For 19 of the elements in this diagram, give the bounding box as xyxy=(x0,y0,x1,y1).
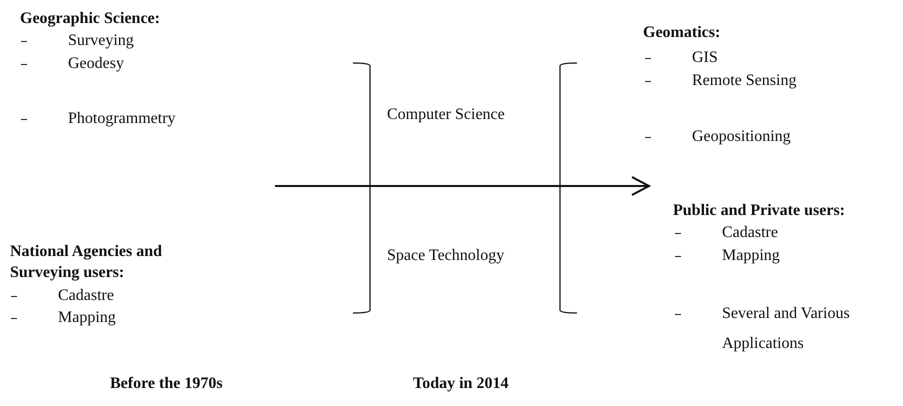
list-item: Photogrammetry xyxy=(68,109,176,129)
field-label: Computer Science xyxy=(387,105,505,125)
category-heading: Public and Private users: xyxy=(673,201,845,221)
category-heading: Geomatics: xyxy=(643,23,720,43)
list-item: Cadastre xyxy=(722,223,778,243)
category-heading: Geographic Science: xyxy=(20,9,160,29)
list-item: GIS xyxy=(692,48,718,68)
period-label: Today in 2014 xyxy=(413,374,508,394)
field-label: Space Technology xyxy=(387,246,504,266)
list-item: Remote Sensing xyxy=(692,71,796,91)
list-item: Geodesy xyxy=(68,54,124,74)
list-item: Geopositioning xyxy=(692,127,791,147)
list-item: Mapping xyxy=(722,246,780,266)
category-heading: National Agencies and Surveying users: xyxy=(10,242,164,283)
list-item: Several and Various Applications xyxy=(722,304,851,354)
list-item: Cadastre xyxy=(58,286,114,306)
list-item: Mapping xyxy=(58,308,116,328)
period-label: Before the 1970s xyxy=(110,374,223,394)
list-item: Surveying xyxy=(68,31,134,51)
